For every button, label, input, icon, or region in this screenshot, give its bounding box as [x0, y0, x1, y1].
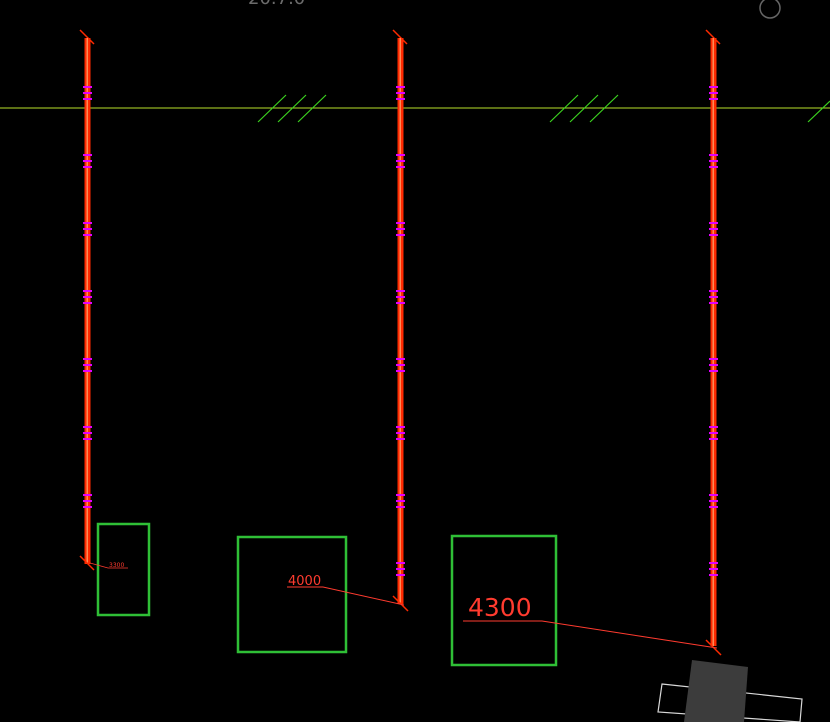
label-box-1[interactable]	[96, 522, 151, 617]
leader-line-2	[287, 586, 405, 606]
label-text-3[interactable]: 4300	[468, 593, 532, 622]
label-text-1[interactable]: 3300	[109, 562, 124, 569]
leader-line-3	[463, 620, 718, 649]
label-text-2[interactable]: 4000	[288, 574, 321, 589]
top-partial-text: 20.7.0	[248, 0, 305, 9]
circle-marker-icon	[759, 0, 781, 19]
label-box-2[interactable]	[236, 535, 348, 654]
break-mark-right	[807, 100, 830, 123]
break-mark-left	[257, 94, 327, 123]
leader-line-1	[89, 562, 128, 569]
vertical-member-3[interactable]	[705, 29, 722, 656]
bottom-right-block[interactable]	[657, 660, 803, 722]
vertical-member-1[interactable]	[79, 29, 95, 571]
break-mark-middle	[549, 94, 619, 123]
vertical-member-2[interactable]	[392, 29, 409, 612]
label-box-3[interactable]	[450, 534, 558, 667]
